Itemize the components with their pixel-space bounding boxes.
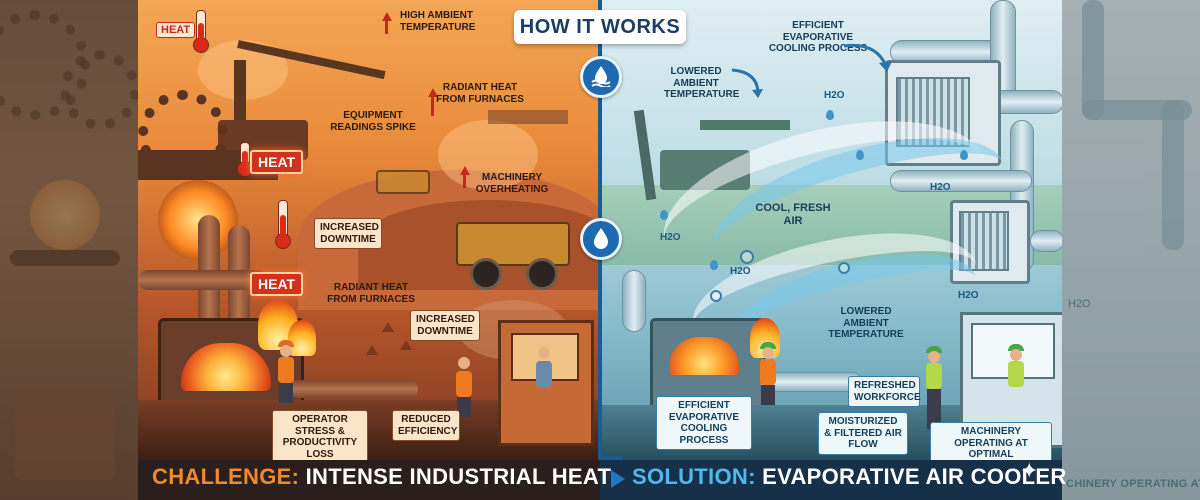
bubble (740, 250, 754, 264)
smoke-cloud (438, 120, 538, 190)
panel-divider-foot (598, 456, 622, 460)
label-reduced-efficiency: REDUCED EFFICIENCY (392, 410, 460, 441)
label-refreshed-workforce: REFRESHED WORKFORCE (848, 376, 921, 407)
label-high-ambient: HIGH AMBIENT TEMPERATURE (400, 10, 476, 33)
arrow-icon (731, 68, 763, 98)
page-title: HOW IT WORKS (514, 10, 686, 44)
solution-banner (600, 460, 1062, 500)
faded-pipe (1162, 100, 1184, 250)
thermometer-icon (237, 142, 253, 177)
bubble (710, 290, 722, 302)
pipe (288, 380, 418, 398)
gear-icon (60, 50, 140, 130)
solution-text: EVAPORATIVE AIR COOLER (762, 464, 1067, 489)
label-equipment-readings: EQUIPMENT READINGS SPIKE (330, 110, 416, 133)
h2o-label: H2O (730, 266, 751, 277)
label-machinery-overheating: MACHINERY OVERHEATING (475, 172, 549, 195)
water-drop-icon (826, 110, 834, 120)
bubble (838, 262, 850, 274)
far-excavator (700, 120, 790, 130)
faded-pipe (10, 250, 120, 266)
heat-tag: HEAT (156, 22, 196, 38)
side-h2o-label: H2O (1068, 298, 1091, 310)
arrow-stem (385, 20, 388, 34)
label-efficient-bottom: EFFICIENT EVAPORATIVE COOLING PROCESS (656, 396, 752, 450)
challenge-banner-text: CHALLENGE: INTENSE INDUSTRIAL HEAT (152, 464, 611, 490)
pipe (138, 270, 268, 290)
faded-left-panel (0, 0, 140, 500)
challenge-text: INTENSE INDUSTRIAL HEAT (305, 464, 612, 489)
side-caption: CHINERY OPERATING AT (1066, 478, 1200, 490)
label-lowered-ambient-mid: LOWERED AMBIENT TEMPERATURE (828, 306, 904, 340)
arrow-up-icon (428, 88, 438, 97)
h2o-label: H2O (660, 232, 681, 243)
arrow-up-icon (382, 322, 394, 332)
water-drop-icon (660, 210, 668, 220)
water-drop-icon (580, 218, 622, 260)
thermometer-icon (275, 200, 291, 249)
label-radiant-heat-top: RADIANT HEAT FROM FURNACES (436, 82, 524, 105)
arrow-up-icon (366, 345, 378, 355)
arrow-right-icon (611, 470, 625, 488)
evaporative-cooler-top (885, 60, 1001, 166)
excavator-body (660, 150, 750, 190)
flame (288, 320, 316, 356)
challenge-panel: HEAT HEAT HEAT HIGH AMBIENT TEMPERATURE … (138, 0, 600, 500)
label-cool-fresh-air: COOL, FRESH AIR (755, 202, 831, 227)
solution-keyword: SOLUTION: (632, 464, 756, 489)
solution-panel: H2O H2O H2O H2O H2O EFFICIENT EVAPORATIV… (600, 0, 1062, 500)
sparkle-icon: ✦ (1020, 458, 1039, 483)
solution-banner-text: SOLUTION: EVAPORATIVE AIR COOLER (632, 464, 1067, 490)
cooler-pipe (622, 270, 646, 332)
arrow-up-icon (460, 166, 470, 175)
arrow-stem (463, 174, 466, 188)
faded-furnace (15, 390, 115, 480)
h2o-label: H2O (824, 90, 845, 101)
thermometer-icon (193, 10, 209, 53)
far-excavator (488, 110, 568, 124)
challenge-banner (138, 460, 600, 500)
label-lowered-ambient-top: LOWERED AMBIENT TEMPERATURE (664, 66, 740, 100)
label-increased-downtime: INCREASED DOWNTIME (314, 218, 382, 249)
heat-tag: HEAT (250, 150, 304, 174)
arrow-up-icon (400, 340, 412, 350)
arrow-stem (431, 96, 434, 116)
label-moisturized: MOISTURIZED & FILTERED AIR FLOW (818, 412, 908, 455)
water-drop-waves-icon (580, 56, 622, 98)
h2o-label: H2O (958, 290, 979, 301)
water-drop-icon (960, 150, 968, 160)
label-radiant-heat-mid: RADIANT HEAT FROM FURNACES (327, 282, 415, 305)
challenge-keyword: CHALLENGE: (152, 464, 300, 489)
faded-right-panel (1062, 0, 1200, 500)
heat-tag: HEAT (250, 272, 304, 296)
evaporative-cooler-mid (950, 200, 1030, 284)
h2o-label: H2O (930, 182, 951, 193)
label-operator-stress: OPERATOR STRESS & PRODUCTIVITY LOSS (272, 410, 368, 464)
label-efficient-top: EFFICIENT EVAPORATIVE COOLING PROCESS (768, 20, 868, 54)
arrow-icon (843, 43, 892, 72)
cooler-pipe (1030, 230, 1062, 252)
cooler-pipe (890, 170, 1032, 192)
faded-furnace-glow (30, 180, 100, 250)
faded-pipe (1082, 0, 1104, 120)
arrow-up-icon (382, 12, 392, 21)
water-drop-icon (710, 260, 718, 270)
label-increased-downtime: INCREASED DOWNTIME (410, 310, 480, 341)
water-drop-icon (856, 150, 864, 160)
